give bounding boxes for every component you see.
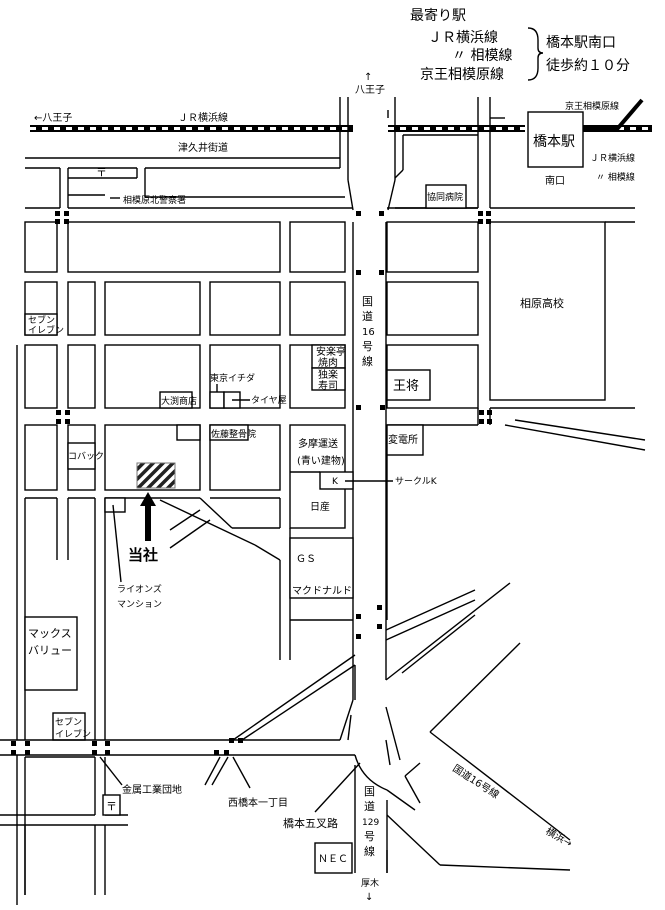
route129-char-4: 号 xyxy=(364,830,375,843)
tsukui-road-label: 津久井街道 xyxy=(178,141,228,154)
tokyo-ichida xyxy=(209,391,225,409)
company-location xyxy=(136,462,176,489)
sato-label: 佐藤整骨院 xyxy=(211,428,256,440)
maxvalu-line1: マックス xyxy=(28,627,72,640)
seven-top-line1: セブン xyxy=(28,314,55,326)
kobac-label: コバック xyxy=(68,451,104,462)
sato-clinic xyxy=(209,424,249,441)
route-16 xyxy=(339,97,635,700)
signal-icon xyxy=(11,211,492,755)
anrakutei-line1: 安楽亭 xyxy=(316,345,346,358)
tokyo-ichida-label: 東京イチダ xyxy=(210,372,255,384)
substation xyxy=(386,424,424,456)
brace xyxy=(527,27,544,81)
route129-char-5: 線 xyxy=(364,844,375,858)
anrakutei-line2: 焼肉 xyxy=(318,356,338,369)
police-label: 相模原北警察署 xyxy=(123,194,186,206)
dokuraku xyxy=(311,367,346,391)
post-office-top-icon: 〒 xyxy=(96,166,107,179)
dokuraku-line1: 独楽 xyxy=(318,368,338,381)
tsukui-road xyxy=(25,157,478,209)
mcdonalds-label: マクドナルド xyxy=(292,585,352,597)
nearest-stations: 最寄り駅 ＪＲ横浜線 〃 相模線 京王相模原線 橋本駅南口 徒歩約１０分 xyxy=(410,7,630,83)
gosaro-label: 橋本五叉路 xyxy=(283,816,338,830)
line-keio: 京王相模原線 xyxy=(420,67,504,83)
maxvalu xyxy=(24,616,78,691)
substation-label: 変電所 xyxy=(388,433,418,446)
nec xyxy=(314,842,353,874)
route16-char-5: 線 xyxy=(362,354,373,368)
gs-label: ＧＳ xyxy=(296,554,316,565)
seven-bottom-line2: イレブン xyxy=(55,728,91,740)
ofuchi-store xyxy=(159,391,193,409)
station-label: 橋本駅 xyxy=(533,134,575,150)
hospital xyxy=(425,184,467,209)
kinzoku-label: 金属工業団地 xyxy=(122,783,182,796)
circle-k-label: サークルK xyxy=(395,476,438,487)
south-exit-label: 南口 xyxy=(545,174,565,187)
nissan-label: 日産 xyxy=(310,500,330,513)
ohsho-label: 王将 xyxy=(393,379,419,394)
lions-line1: ライオンズ xyxy=(117,583,162,595)
route16-char-2: 道 xyxy=(362,309,373,323)
route129-char-1: 国 xyxy=(364,785,375,798)
lions-line2: マンション xyxy=(117,600,162,610)
north-label: 八王子 xyxy=(355,84,385,96)
circle-k-box: K xyxy=(332,477,339,487)
line-sagami: 〃 相模線 xyxy=(452,48,512,64)
post-office-bottom xyxy=(102,794,121,816)
south-label: 厚木 xyxy=(361,877,379,889)
hashimoto-station xyxy=(527,111,584,168)
sagami-label: 〃 相模線 xyxy=(596,171,635,183)
route129-char-3: 129 xyxy=(362,818,379,828)
dokuraku-line2: 寿司 xyxy=(318,379,338,392)
post-office-bottom-icon: 〒 xyxy=(106,800,117,813)
north-arrow: ↑ xyxy=(364,72,372,83)
route16-char-1: 国 xyxy=(362,295,373,308)
maxvalu-line2: バリュー xyxy=(28,644,72,657)
tire-label: タイヤ屋 xyxy=(251,395,287,406)
route16-char-3: 16 xyxy=(362,327,375,338)
company-label: 当社 xyxy=(128,546,158,564)
seven-top-line2: イレブン xyxy=(28,324,64,336)
company-arrow-icon xyxy=(140,492,156,541)
nishihashimoto-label: 西橋本一丁目 xyxy=(228,796,288,809)
railway xyxy=(30,98,652,132)
lower-roads xyxy=(0,582,571,905)
route129-char-2: 道 xyxy=(364,799,375,813)
walk-time: 徒歩約１０分 xyxy=(546,58,630,74)
jr-right-label: ＪＲ横浜線 xyxy=(590,152,635,164)
tama-unso-line1: 多摩運送 xyxy=(298,437,338,450)
block-notch xyxy=(176,424,201,441)
seven-eleven-bottom xyxy=(52,712,86,741)
route16-char-4: 号 xyxy=(362,340,373,353)
tama-unso-line2: (青い建物) xyxy=(297,454,345,467)
ohsho xyxy=(386,369,431,401)
line-jr-yokohama: ＪＲ横浜線 xyxy=(428,30,498,46)
south-arrow: ↓ xyxy=(365,892,373,903)
kobac xyxy=(67,442,96,470)
keio-label: 京王相模原線 xyxy=(565,100,619,112)
yokohama-direction: 横浜→ xyxy=(544,824,575,849)
seven-bottom-line1: セブン xyxy=(55,716,82,728)
station-exit: 橋本駅南口 xyxy=(546,35,616,51)
seven-eleven-top xyxy=(24,313,58,336)
aihara-school: 相原高校 xyxy=(520,296,564,310)
nec-label: ＮＥＣ xyxy=(318,854,348,865)
ofuchi-label: 大渕商店 xyxy=(161,395,197,407)
hospital-label: 協同病院 xyxy=(427,191,463,203)
west-direction: ←八王子 xyxy=(34,112,72,124)
jr-line-label: ＪＲ横浜線 xyxy=(178,111,228,124)
nearest-title: 最寄り駅 xyxy=(410,7,466,24)
